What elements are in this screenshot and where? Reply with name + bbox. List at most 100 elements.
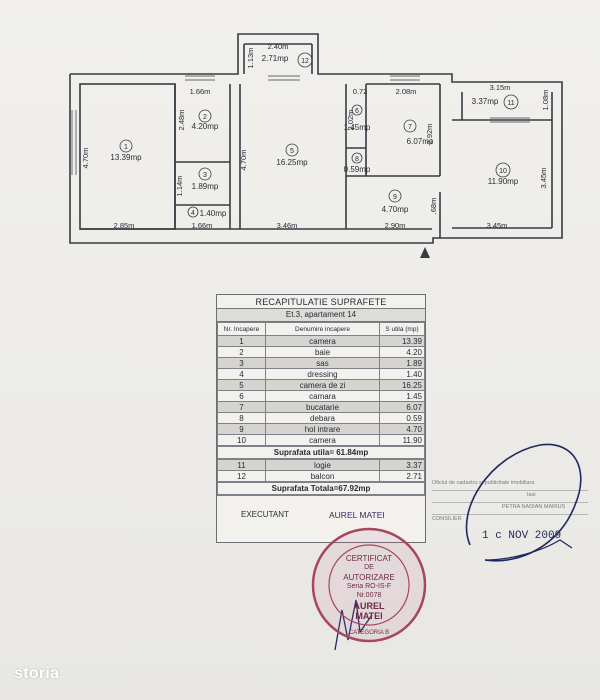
room-area: 11.90mp: [488, 177, 519, 186]
dimension-label: 1.66m: [190, 87, 211, 96]
cell-name: camera de zi: [265, 379, 380, 391]
room-number: 9: [393, 194, 397, 201]
stamp-line-1: CERTIFICAT: [345, 554, 393, 563]
dimension-label: 3.45m: [539, 168, 548, 189]
room-number: 1: [124, 144, 128, 151]
cell-name: hol intrare: [265, 423, 380, 435]
cell-name: dressing: [265, 368, 380, 380]
executant-section: EXECUTANT AUREL MATEI: [217, 495, 425, 542]
header-area: S utila (mp): [379, 322, 425, 336]
room-area: 2.71mp: [262, 54, 289, 63]
room-number: 11: [507, 100, 514, 107]
cell-area: 13.39: [379, 335, 425, 347]
dimension-label: 1.14m: [175, 176, 184, 197]
cell-name: balcon: [265, 470, 380, 482]
room-number: 10: [499, 168, 507, 175]
summary-title: RECAPITULATIE SUPRAFETE: [217, 295, 425, 309]
cell-nr: 12: [217, 470, 266, 482]
cell-area: 0.59: [379, 412, 425, 424]
registry-line-2: Iasi: [527, 492, 536, 498]
cell-name: camera: [265, 335, 380, 347]
summary-subtitle: Et.3, apartament 14: [217, 309, 425, 322]
registry-date: 1 c NOV 2009: [482, 530, 562, 542]
dimension-label: .68m: [429, 198, 438, 215]
cell-name: bucatarie: [265, 401, 380, 413]
dimension-label: 2.40m: [268, 42, 289, 51]
stamp-name-2: MATEI: [355, 611, 383, 621]
cell-area: 2.71: [379, 470, 425, 482]
header-nr: Nr. Incapere: [217, 322, 266, 336]
stamp-line-5: Nr.0078: [356, 592, 382, 599]
cell-name: sas: [265, 357, 380, 369]
rooms-table: Nr. Incapere Denumire incapere S utila (…: [217, 322, 425, 446]
cell-nr: 9: [217, 423, 266, 435]
cell-area: 1.45: [379, 390, 425, 402]
room-area: 16.25mp: [276, 158, 308, 167]
stamp-name-1: AUREL: [353, 601, 385, 611]
room-area: 4.20mp: [192, 122, 219, 131]
room-area: 6.07mp: [407, 137, 434, 146]
dimension-label: 2.92m: [425, 124, 434, 145]
cell-nr: 3: [217, 357, 266, 369]
cell-nr: 11: [217, 459, 266, 471]
cell-name: logie: [265, 459, 380, 471]
summary-table: RECAPITULATIE SUPRAFETE Et.3, apartament…: [216, 294, 426, 543]
cell-nr: 8: [217, 412, 266, 424]
stamp-line-4: Seria RO-IS-F: [346, 583, 392, 590]
cell-area: 6.07: [379, 401, 425, 413]
room-area: 1.40mp: [200, 209, 227, 218]
cell-name: camara: [265, 390, 380, 402]
cell-nr: 6: [217, 390, 266, 402]
dimension-label: 0.72: [353, 87, 368, 96]
dimension-label: 1.08m: [541, 90, 550, 111]
cell-nr: 7: [217, 401, 266, 413]
room-number: 2: [203, 114, 207, 121]
cell-nr: 4: [217, 368, 266, 380]
room-area: 1.89mp: [192, 182, 219, 191]
cell-area: 1.40: [379, 368, 425, 380]
dimension-label: 1.13m: [246, 48, 255, 69]
dimension-label: 2.85m: [114, 221, 135, 230]
room-number: 7: [408, 124, 412, 131]
table-header: Nr. Incapere Denumire incapere S utila (…: [217, 322, 425, 336]
room-area: 1.45mp: [344, 123, 371, 132]
dimension-label: 3.46m: [277, 221, 298, 230]
registry-stamp-box: Oficiul de cadastru si publicitate imobi…: [432, 478, 588, 542]
executant-name: AUREL MATEI: [329, 510, 385, 520]
room-area: 0.59mp: [344, 165, 371, 174]
cell-name: debara: [265, 412, 380, 424]
cell-area: 4.70: [379, 423, 425, 435]
dimension-label: 3.45m: [487, 221, 508, 230]
cell-area: 11.90: [379, 434, 425, 446]
dimension-label: 2.02m: [346, 110, 355, 131]
cell-area: 4.20: [379, 346, 425, 358]
certification-stamp: CERTIFICAT DE AUTORIZARE Seria RO-IS-F N…: [310, 526, 428, 644]
stamp-category: CATEGORIA B: [348, 630, 390, 636]
dimension-label: 1.66m: [192, 221, 213, 230]
dimension-label: 4.70m: [81, 148, 90, 169]
dimension-label: 2.08m: [396, 87, 417, 96]
cell-name: camera: [265, 434, 380, 446]
cell-area: 16.25: [379, 379, 425, 391]
stamp-line-2: DE: [364, 564, 374, 571]
registry-line-3: PETRA NADIAN MARIUS: [502, 504, 566, 510]
storia-logo: storia: [14, 665, 60, 682]
cell-nr: 5: [217, 379, 266, 391]
room-number: 4: [191, 210, 195, 217]
dimension-label: 3.15m: [490, 83, 511, 92]
useful-area-total: Suprafata utila= 61.84mp: [217, 446, 425, 459]
registry-line-4: CONSILIER: [432, 516, 462, 522]
entry-arrow-icon: [420, 247, 430, 258]
dimension-label: 2.48m: [177, 110, 186, 131]
cell-area: 3.37: [379, 459, 425, 471]
room-number: 5: [290, 148, 294, 155]
registry-line-1: Oficiul de cadastru si publicitate imobi…: [432, 480, 535, 486]
room-number: 12: [301, 58, 309, 65]
